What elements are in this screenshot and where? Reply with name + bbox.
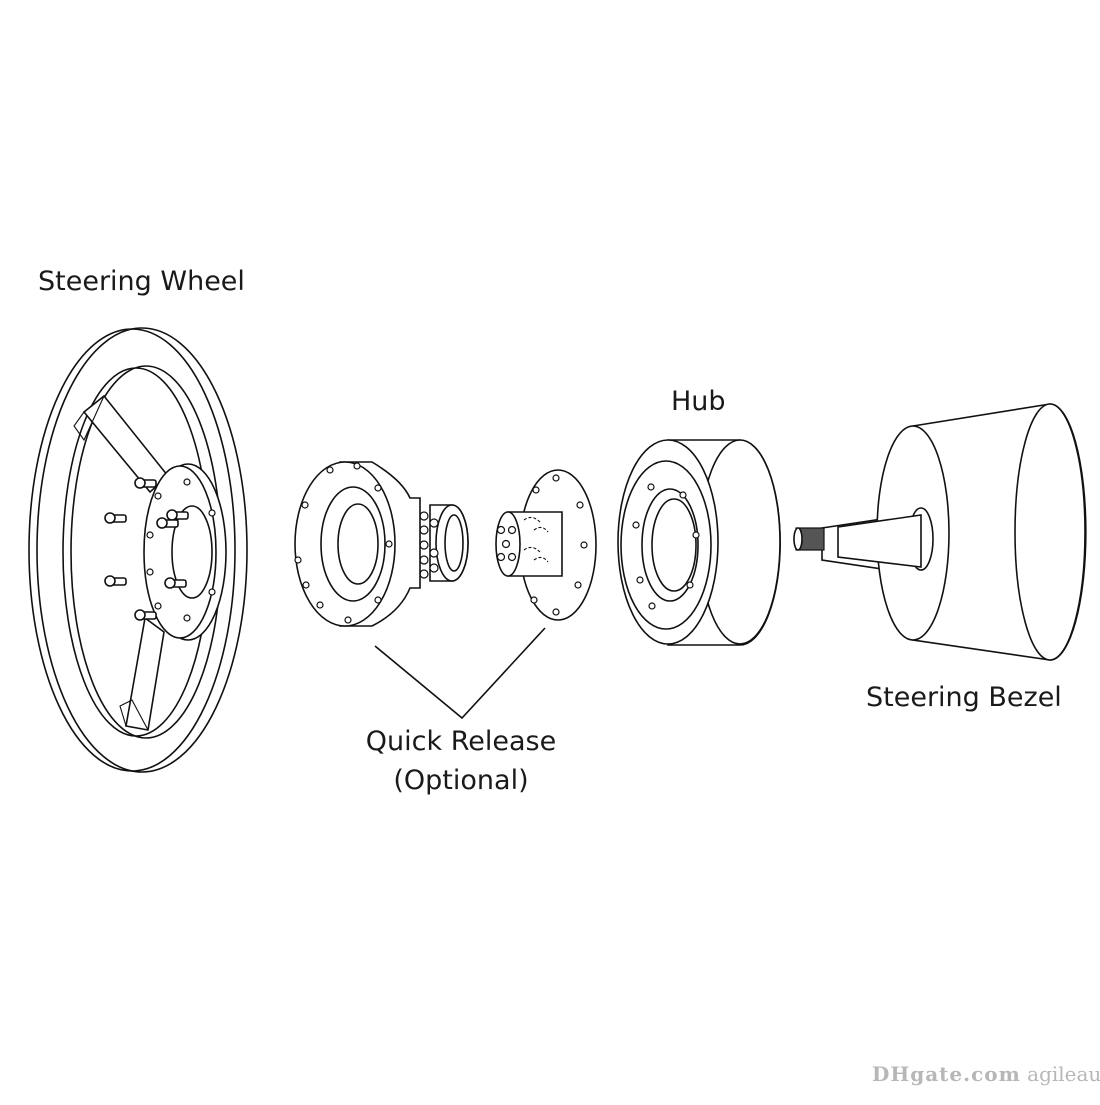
hub: [617, 439, 781, 646]
steering-bezel: [837, 403, 1087, 661]
wheel-rim-outer-back: [36, 327, 248, 773]
label-quick-release-optional: (Optional): [393, 765, 529, 796]
wheel-spoke-top: [82, 394, 170, 494]
quick-release-base: [294, 461, 469, 627]
bezel-shaft: [837, 514, 922, 568]
watermark-seller: agileauto: [1027, 1062, 1100, 1086]
label-steering-wheel: Steering Wheel: [38, 266, 245, 297]
wheel-spoke-bottom-grip: [119, 699, 149, 731]
label-hub: Hub: [671, 386, 726, 417]
wheel-spoke-bottom: [125, 616, 165, 731]
wheel-center-bore: [171, 505, 213, 599]
wheel-rim-outer: [28, 328, 236, 772]
steering-wheel: [28, 327, 248, 773]
quick-release-adapter: [495, 469, 597, 621]
label-quick-release: Quick Release: [365, 726, 557, 757]
watermark-brand: DHgate.com: [872, 1062, 1021, 1086]
qr-bore: [320, 486, 386, 602]
wheel-bolts: [104, 477, 189, 621]
label-steering-bezel: Steering Bezel: [866, 682, 1062, 713]
wheel-spoke-top-grip: [73, 395, 105, 442]
quick-release-bracket: [374, 627, 546, 720]
watermark: DHgate.com agileauto: [872, 1062, 1100, 1086]
